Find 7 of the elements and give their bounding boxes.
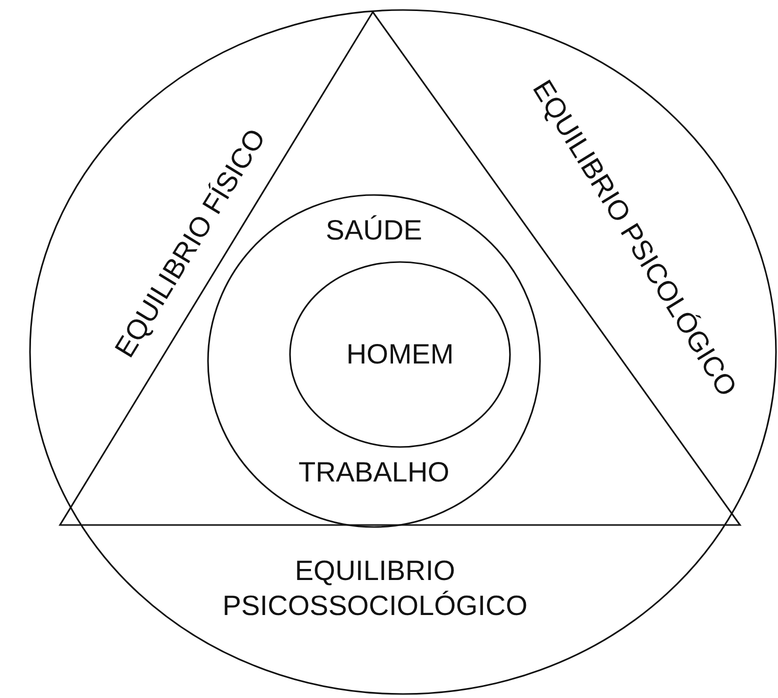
region-label: TRABALHO <box>298 456 450 490</box>
region-label: HOMEM <box>346 338 454 372</box>
outer-circle <box>30 10 776 694</box>
triangle <box>60 12 740 525</box>
region-label: SAÚDE <box>326 214 422 248</box>
region-label: EQUILIBRIO PSICOSSOCIOLÓGICO <box>222 554 528 623</box>
inner-circle <box>290 262 510 447</box>
